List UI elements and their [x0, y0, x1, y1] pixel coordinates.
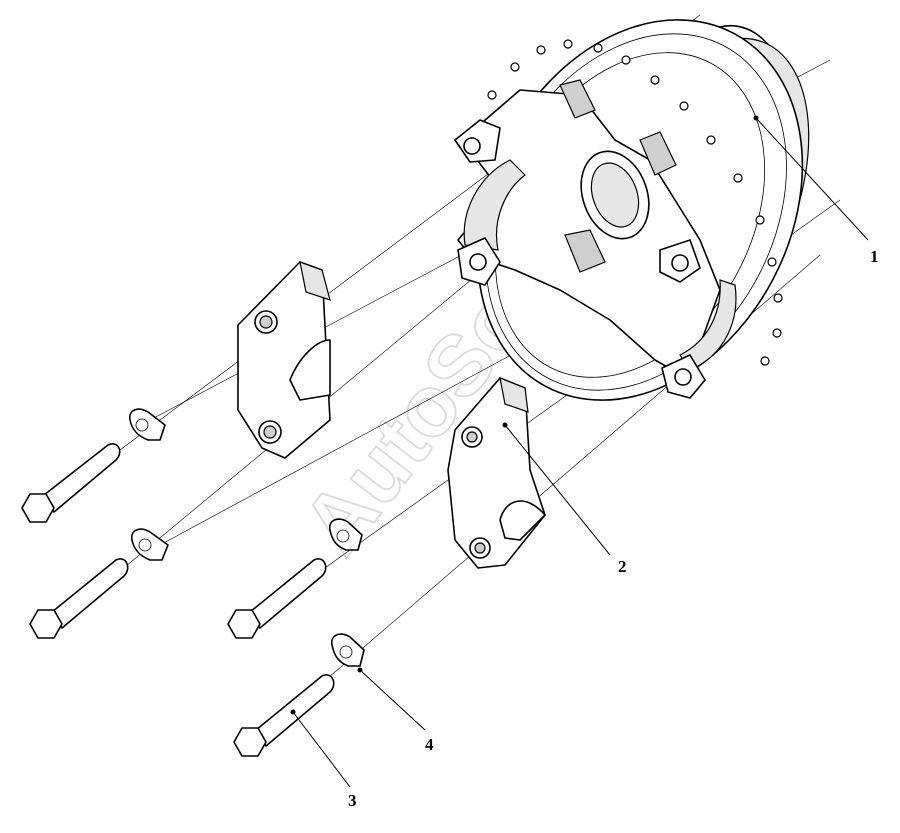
- callout-3: 3: [348, 791, 357, 810]
- callout-4: 4: [425, 735, 434, 754]
- callout-2: 2: [618, 557, 627, 576]
- callout-1: 1: [870, 247, 879, 266]
- bolts: [21, 443, 335, 757]
- leader-lines: [290, 115, 869, 788]
- bearing-cap-left: [237, 261, 331, 459]
- bearing-cap-right: [447, 377, 546, 569]
- lock-washers: [128, 408, 365, 667]
